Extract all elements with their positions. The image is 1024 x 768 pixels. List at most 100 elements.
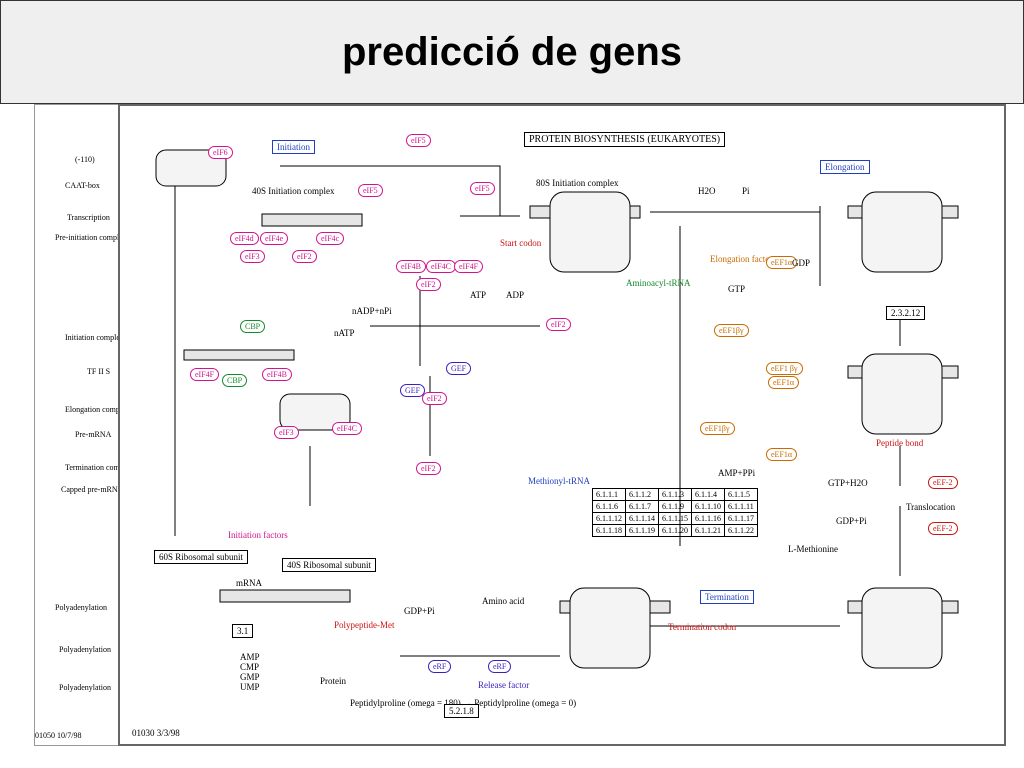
metabolite-label: GDP+Pi: [404, 606, 435, 616]
back-label: TF II S: [87, 367, 111, 376]
enzyme-cell[interactable]: 6.1.1.15: [658, 512, 692, 525]
elongation-factor-pill[interactable]: eEF1α: [766, 448, 798, 461]
nucleotide-label: UMP: [240, 682, 260, 692]
enzyme-cell[interactable]: 6.1.1.7: [625, 500, 659, 513]
enzyme-cell[interactable]: 6.1.1.9: [658, 500, 692, 513]
factor-pill[interactable]: eIF5: [470, 182, 495, 195]
factor-pill[interactable]: eIF4C: [332, 422, 362, 435]
factor-pill[interactable]: eRF: [488, 660, 512, 673]
ribosome-shape: [549, 191, 631, 273]
enzyme-cell[interactable]: 6.1.1.16: [691, 512, 725, 525]
back-label: Initiation complex: [65, 333, 124, 342]
label-protein: Protein: [320, 676, 346, 686]
factor-pill[interactable]: eIF2: [422, 392, 447, 405]
metabolite-label: ADP: [506, 290, 525, 300]
label-elongation-factors: Elongation factors: [710, 254, 777, 264]
factor-pill[interactable]: eIF4F: [454, 260, 484, 273]
factor-pill[interactable]: eIF2: [292, 250, 317, 263]
back-label: Capped pre-mRNA: [61, 485, 124, 494]
factor-pill[interactable]: eIF4F: [190, 368, 220, 381]
metabolite-label: GTP: [728, 284, 746, 294]
ribosome-shape: [155, 149, 227, 187]
factor-pill[interactable]: GEF: [400, 384, 426, 397]
elongation-factor-pill[interactable]: eEF1βγ: [714, 324, 749, 337]
diagram-header: PROTEIN BIOSYNTHESIS (EUKARYOTES): [524, 132, 726, 147]
factor-pill[interactable]: eIF3: [240, 250, 265, 263]
label-80s-complex: 80S Initiation complex: [536, 178, 619, 188]
label-40s-subunit: 40S Ribosomal subunit: [282, 558, 377, 572]
ribosome-shape: [569, 587, 651, 669]
elongation-factor-pill[interactable]: eEF1βγ: [700, 422, 735, 435]
ribosome-shape: [861, 353, 943, 435]
back-label: Polyadenylation: [59, 645, 111, 654]
metabolite-label: nADP+nPi: [352, 306, 392, 316]
aminoacyl-trna-synthetase-grid: 6.1.1.1 6.1.1.2 6.1.1.3 6.1.1.4 6.1.1.5 …: [592, 488, 758, 537]
back-label: CAAT-box: [65, 181, 100, 190]
translocation-factor-pill[interactable]: eEF-2: [928, 522, 958, 535]
factor-pill[interactable]: eIF2: [546, 318, 571, 331]
enzyme-cell[interactable]: 6.1.1.2: [625, 488, 659, 501]
label-peptide-bond: Peptide bond: [876, 438, 924, 448]
label-40s-complex: 40S Initiation complex: [252, 186, 335, 196]
back-label: (-110): [75, 155, 95, 164]
enzyme-cell[interactable]: 6.1.1.12: [592, 512, 626, 525]
factor-pill[interactable]: eIF6: [208, 146, 233, 159]
ribosome-shape: [861, 587, 943, 669]
factor-pill[interactable]: eIF4d: [230, 232, 259, 245]
metabolite-label: GDP+Pi: [836, 516, 867, 526]
factor-pill[interactable]: eIF3: [274, 426, 299, 439]
label-initiation-factors: Initiation factors: [228, 530, 288, 540]
label-amp-ppi: AMP+PPi: [718, 468, 756, 478]
metabolite-label: H2O: [698, 186, 716, 196]
enzyme-cell[interactable]: 6.1.1.14: [625, 512, 659, 525]
enzyme-cell[interactable]: 6.1.1.4: [691, 488, 725, 501]
enzyme-3-1[interactable]: 3.1: [232, 624, 254, 638]
enzyme-cell[interactable]: 6.1.1.19: [625, 524, 659, 537]
factor-pill[interactable]: eIF4C: [426, 260, 456, 273]
factor-pill[interactable]: CBP: [222, 374, 248, 387]
elongation-factor-pill[interactable]: eEF1 βγ: [766, 362, 803, 375]
nucleotide-label: AMP: [240, 652, 260, 662]
mrna-strand: [219, 589, 351, 603]
elongation-factor-pill[interactable]: eEF1α: [768, 376, 800, 389]
label-translocation: Translocation: [906, 502, 956, 512]
enzyme-2-3-2-12[interactable]: 2.3.2.12: [886, 306, 926, 320]
back-label: Pre-mRNA: [75, 430, 112, 439]
factor-pill[interactable]: eIF5: [406, 134, 431, 147]
label-termination-codon: Termination codon: [668, 622, 737, 632]
label-amino-acid: Amino acid: [482, 596, 525, 606]
label-60s-subunit: 60S Ribosomal subunit: [154, 550, 249, 564]
enzyme-cell[interactable]: 6.1.1.22: [724, 524, 758, 537]
enzyme-cell[interactable]: 6.1.1.18: [592, 524, 626, 537]
enzyme-cell[interactable]: 6.1.1.3: [658, 488, 692, 501]
enzyme-cell[interactable]: 6.1.1.17: [724, 512, 758, 525]
enzyme-cell[interactable]: 6.1.1.5: [724, 488, 758, 501]
enzyme-5-2-1-8[interactable]: 5.2.1.8: [444, 704, 479, 718]
back-label: Pre-initiation complex: [55, 233, 127, 242]
factor-pill[interactable]: eIF2: [416, 462, 441, 475]
label-l-methionine: L-Methionine: [788, 544, 838, 554]
factor-pill[interactable]: eIF4c: [316, 232, 345, 245]
back-label: Polyadenylation: [59, 683, 111, 692]
factor-pill[interactable]: GEF: [446, 362, 472, 375]
factor-pill[interactable]: eIF4e: [260, 232, 289, 245]
metabolite-label: ATP: [470, 290, 487, 300]
factor-pill[interactable]: eIF4B: [396, 260, 426, 273]
factor-pill[interactable]: eIF2: [416, 278, 441, 291]
factor-pill[interactable]: eRF: [428, 660, 452, 673]
stage-elongation: Elongation: [820, 160, 870, 174]
factor-pill[interactable]: CBP: [240, 320, 266, 333]
factor-pill[interactable]: eIF4B: [262, 368, 292, 381]
translocation-factor-pill[interactable]: eEF-2: [928, 476, 958, 489]
factor-pill[interactable]: eIF5: [358, 184, 383, 197]
pathway-connectors: [155, 149, 959, 669]
enzyme-cell[interactable]: 6.1.1.10: [691, 500, 725, 513]
enzyme-cell[interactable]: 6.1.1.21: [691, 524, 725, 537]
enzyme-cell[interactable]: 6.1.1.11: [724, 500, 758, 513]
enzyme-cell[interactable]: 6.1.1.6: [592, 500, 626, 513]
label-peptidylproline: Peptidylproline (omega = 180) → Peptidyl…: [350, 698, 577, 708]
elongation-factor-pill[interactable]: eEF1α: [766, 256, 798, 269]
footer-main: 01030 3/3/98: [132, 728, 180, 738]
enzyme-cell[interactable]: 6.1.1.1: [592, 488, 626, 501]
enzyme-cell[interactable]: 6.1.1.20: [658, 524, 692, 537]
